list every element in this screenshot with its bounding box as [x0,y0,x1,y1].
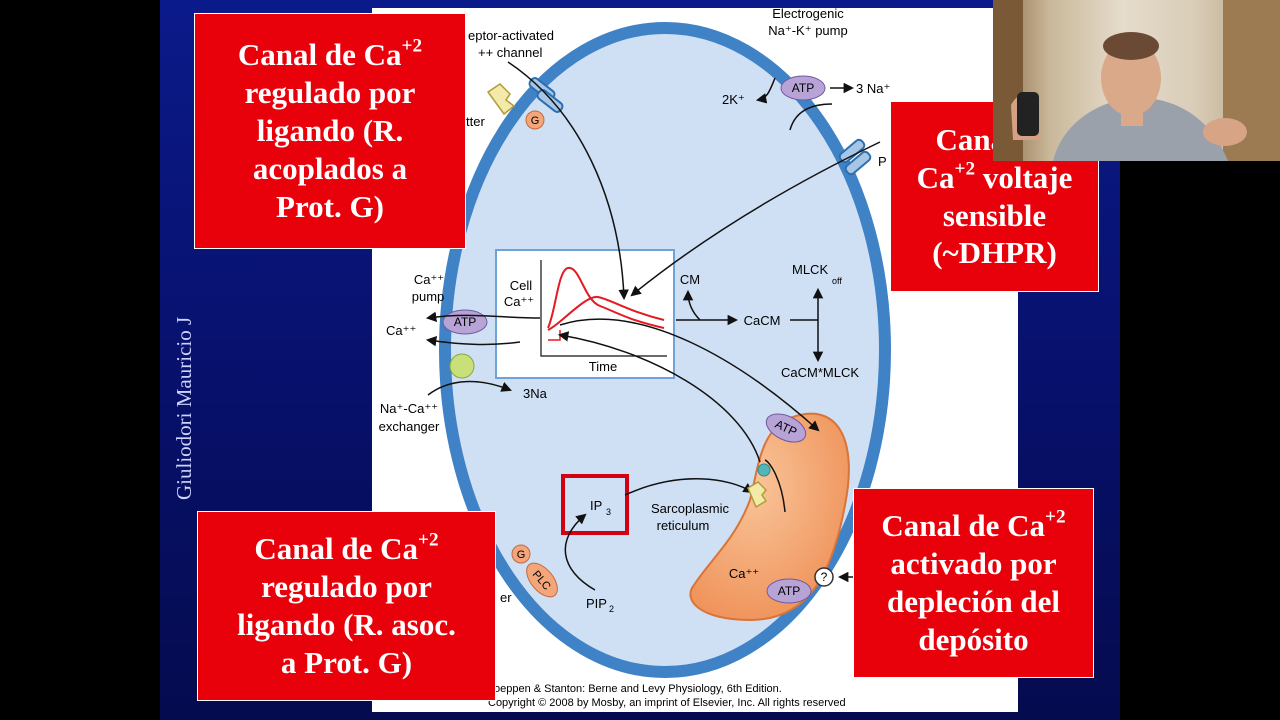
atp-label-left: ATP [454,315,476,329]
cacm-mlck-label: CaCM*MLCK [781,365,859,380]
charge-sup-3: +2 [418,530,439,551]
ca-out-label: Ca⁺⁺ [386,323,416,338]
callout-1-line-4: acoplados a [195,150,465,188]
callout-4-line-2: activado por [854,545,1093,583]
charge-sup-4: +2 [1045,507,1066,528]
transmitter-label-top: tter [466,114,485,129]
pump-label-1: Electrogenic [772,8,844,21]
callout-4-line-4: depósito [854,621,1093,659]
citation-line-1: oeppen & Stanton: Berne and Levy Physiol… [494,683,782,695]
callout-1-line-2: regulado por [195,74,465,112]
p-label: P [878,154,887,169]
graph-xlabel: Time [589,359,617,374]
callout-ligand-associated: Canal de Ca+2 regulado por ligando (R. a… [197,511,496,701]
charge-sup-1: +2 [402,36,423,57]
webcam-overlay [993,0,1280,161]
pip2-sub: 2 [609,604,614,614]
callout-1-line-1: Canal de Ca [238,37,402,72]
exchanger-label-2: exchanger [379,419,440,434]
callout-4-line-3: depleción del [854,583,1093,621]
callout-3-line-4: a Prot. G) [198,644,495,682]
callout-4-line-1: Canal de Ca [881,508,1045,543]
neurotransmitter-shape-top [488,84,514,114]
callout-2-line-3: sensible [891,197,1098,235]
exchanger-circle [450,354,474,378]
mlck-off-sub: off [832,276,842,286]
callout-store-depletion: Canal de Ca+2 activado por depleción del… [853,488,1094,678]
ca-sr-label: Ca⁺⁺ [729,566,759,581]
na-label: 3 Na⁺ [856,81,890,96]
cm-label: CM [680,272,700,287]
ca-pump-label-2: pump [412,289,445,304]
pip2-label: PIP [586,596,607,611]
g-label-top: G [531,115,540,127]
presenter-video [993,0,1280,161]
callout-2-line-2b: voltaje [983,160,1073,195]
callout-2-line-4: (~DHPR) [891,234,1098,272]
transmitter-label-bottom: er [500,590,512,605]
sr-channel-dot [758,464,770,476]
atp-label-top: ATP [792,81,814,95]
graph-ylabel-2: Ca⁺⁺ [504,294,534,309]
callout-2-line-2a: Ca [917,160,955,195]
charge-sup-2: +2 [955,158,976,179]
cacm-label: CaCM [744,313,781,328]
callout-1-line-3: ligando (R. [195,112,465,150]
mlck-label: MLCK [792,262,828,277]
graph-ylabel-1: Cell [510,278,533,293]
exchanger-label-1: Na⁺-Ca⁺⁺ [380,401,438,416]
callout-3-line-2: regulado por [198,568,495,606]
k-label: 2K⁺ [722,92,745,107]
receptor-label-1: eptor-activated [468,28,554,43]
citation-line-2: Copyright © 2008 by Mosby, an imprint of… [488,697,846,709]
na3-label: 3Na [523,386,548,401]
callout-3-line-1: Canal de Ca [254,531,418,566]
g-label-bottom: G [517,549,526,561]
atp-label-sr-bottom: ATP [778,584,800,598]
callout-ligand-g-protein: Canal de Ca+2 regulado por ligando (R. a… [194,13,466,249]
callout-3-line-3: ligando (R. asoc. [198,606,495,644]
question-label: ? [821,570,828,584]
ip3-sub: 3 [606,507,611,517]
ca-pump-label-1: Ca⁺⁺ [414,272,444,287]
sr-label-1: Sarcoplasmic [651,501,730,516]
pump-label-2: Na⁺-K⁺ pump [768,23,847,38]
ip3-label: IP [590,498,602,513]
callout-1-line-5: Prot. G) [195,188,465,226]
sr-label-2: reticulum [657,518,710,533]
calcium-graph [496,250,674,378]
receptor-label-2: ++ channel [478,45,542,60]
